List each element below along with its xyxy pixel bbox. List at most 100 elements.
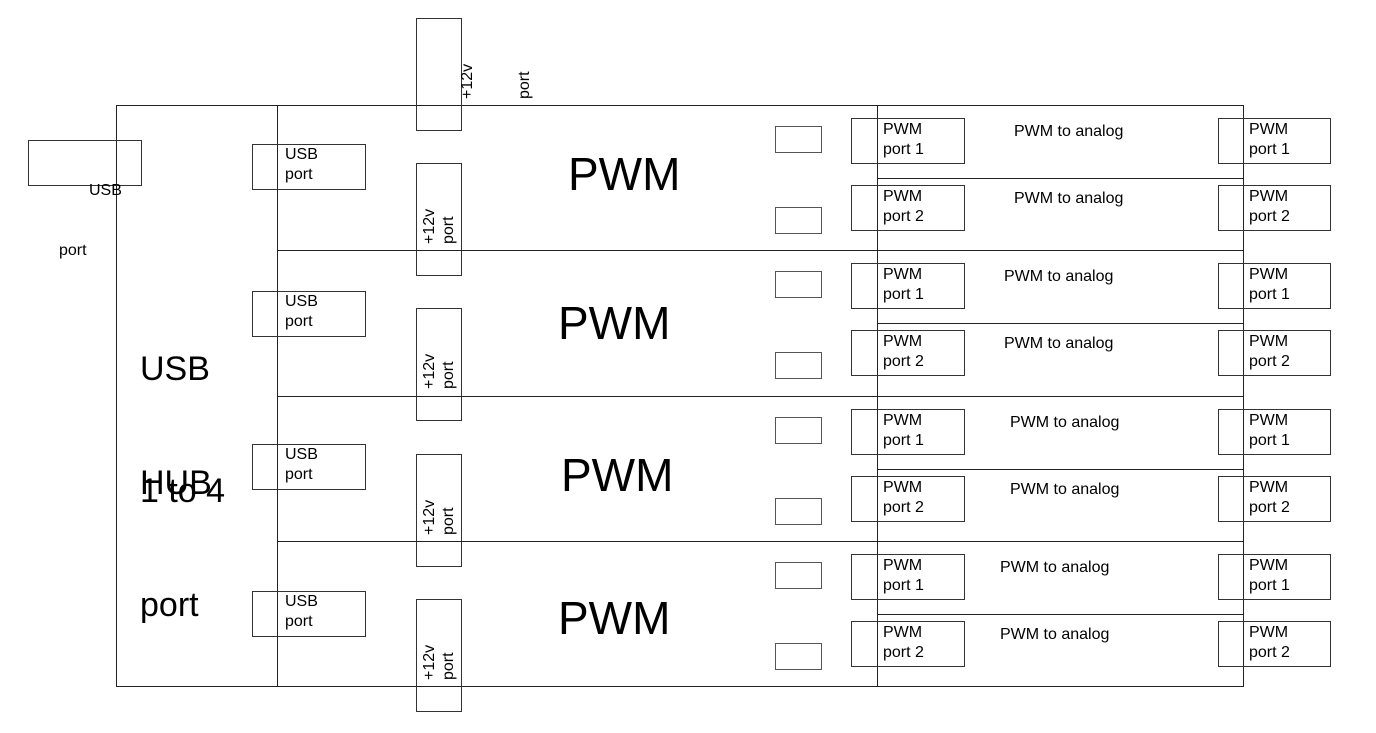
converter-output-pwm-port: PWM port 2 (1218, 330, 1331, 376)
converter-input-pwm-port: PWM port 2 (851, 185, 965, 231)
board-output-connector (775, 562, 822, 589)
converter-output-pwm-port-label-line1: PWM (1249, 333, 1289, 350)
converter-input-pwm-port-label-line2: port 2 (883, 499, 924, 516)
board-usb-port-label-line1: USB (285, 446, 318, 463)
channel-divider (877, 323, 1244, 324)
converter-output-pwm-port-label-line1: PWM (1249, 188, 1289, 205)
hub-title: USB HUB (140, 274, 212, 578)
converter-output-pwm-port-label-line1: PWM (1249, 121, 1289, 138)
converter-input-pwm-port-label-line1: PWM (883, 333, 923, 350)
converter-output-pwm-port-label-line2: port 2 (1249, 208, 1290, 225)
pwm-to-analog-label: PWM to analog (1014, 123, 1124, 140)
converter-input-pwm-port-label-line1: PWM (883, 121, 923, 138)
converter-output-pwm-port-label-line2: port 1 (1249, 141, 1290, 158)
converter-output-pwm-port-label: PWM port 1 (1249, 120, 1290, 160)
converter-input-pwm-port-label: PWM port 2 (883, 332, 924, 372)
external-usb-port-label: USB port (59, 182, 122, 259)
channel-divider (877, 469, 1244, 470)
board-usb-port: USB port (252, 591, 366, 637)
converter-input-pwm-port-label-line2: port 1 (883, 432, 924, 449)
converter-output-pwm-port-label-line2: port 2 (1249, 353, 1290, 370)
converter-output-pwm-port: PWM port 1 (1218, 118, 1331, 164)
converter-input-pwm-port-label-line1: PWM (883, 266, 923, 283)
pwm-board-label: PWM (558, 297, 671, 349)
converter-input-pwm-port-label-line2: port 1 (883, 286, 924, 303)
pwm-board-label: PWM (561, 449, 674, 501)
converter-output-pwm-port-label: PWM port 2 (1249, 187, 1290, 227)
board-output-connector (775, 352, 822, 379)
top-power-port: +12v port (416, 18, 533, 131)
converter-output-pwm-port: PWM port 2 (1218, 476, 1331, 522)
converter-output-pwm-port-label-line1: PWM (1249, 557, 1289, 574)
top-power-port-label: +12v port (459, 63, 533, 99)
hub-subtitle-line1: 1 to 4 (140, 472, 226, 510)
board-power-port-label-line2: port (440, 507, 457, 535)
converter-input-pwm-port-label-line2: port 2 (883, 353, 924, 370)
converter-input-pwm-port: PWM port 2 (851, 330, 965, 376)
converter-output-pwm-port-label-line1: PWM (1249, 479, 1289, 496)
board-output-connector (775, 498, 822, 525)
board-power-port-label-line2: port (440, 361, 457, 389)
hub-title-line1: USB (140, 350, 210, 388)
converter-input-pwm-port-label: PWM port 2 (883, 478, 924, 518)
board-output-connector (775, 643, 822, 670)
pwm-board-label: PWM (558, 592, 671, 644)
converter-output-pwm-port-label: PWM port 2 (1249, 478, 1290, 518)
converter-output-pwm-port-label: PWM port 2 (1249, 332, 1290, 372)
converter-input-pwm-port-label-line2: port 2 (883, 208, 924, 225)
converter-input-pwm-port: PWM port 2 (851, 621, 965, 667)
converter-input-pwm-port-label-line2: port 1 (883, 577, 924, 594)
board-output-connector (775, 271, 822, 298)
converter-output-pwm-port-label-line2: port 1 (1249, 286, 1290, 303)
board-output-connector (775, 417, 822, 444)
hub-subtitle-line2: port (140, 586, 199, 624)
board-usb-port-label-line2: port (285, 613, 313, 630)
pwm-to-analog-label: PWM to analog (1014, 190, 1124, 207)
converter-input-pwm-port-label-line1: PWM (883, 188, 923, 205)
converter-output-pwm-port-label-line2: port 2 (1249, 644, 1290, 661)
board-usb-port-label-line1: USB (285, 593, 318, 610)
pwm-to-analog-label: PWM to analog (1010, 481, 1120, 498)
hub-title-line2: HUB (140, 464, 212, 502)
board-output-connector (775, 207, 822, 234)
converter-input-pwm-port-label: PWM port 1 (883, 120, 924, 160)
converter-input-pwm-port-label: PWM port 2 (883, 187, 924, 227)
board-usb-port-label-line2: port (285, 166, 313, 183)
board-power-port-label-line2: port (440, 652, 457, 680)
converter-input-pwm-port: PWM port 1 (851, 263, 965, 309)
converter-input-pwm-port-label-line2: port 1 (883, 141, 924, 158)
converter-input-pwm-port: PWM port 2 (851, 476, 965, 522)
channel-divider (877, 178, 1244, 179)
converter-output-pwm-port-label-line2: port 2 (1249, 499, 1290, 516)
converter-input-pwm-port-label-line1: PWM (883, 479, 923, 496)
converter-input-pwm-port-label-line1: PWM (883, 624, 923, 641)
channel-divider (877, 614, 1244, 615)
converter-input-pwm-port-label-line2: port 2 (883, 644, 924, 661)
converter-input-pwm-port: PWM port 1 (851, 118, 965, 164)
converter-input-pwm-port-label: PWM port 1 (883, 556, 924, 596)
converter-input-pwm-port-label-line1: PWM (883, 557, 923, 574)
converter-input-pwm-port: PWM port 1 (851, 554, 965, 600)
pwm-to-analog-label: PWM to analog (1004, 335, 1114, 352)
converter-output-pwm-port-label-line1: PWM (1249, 266, 1289, 283)
